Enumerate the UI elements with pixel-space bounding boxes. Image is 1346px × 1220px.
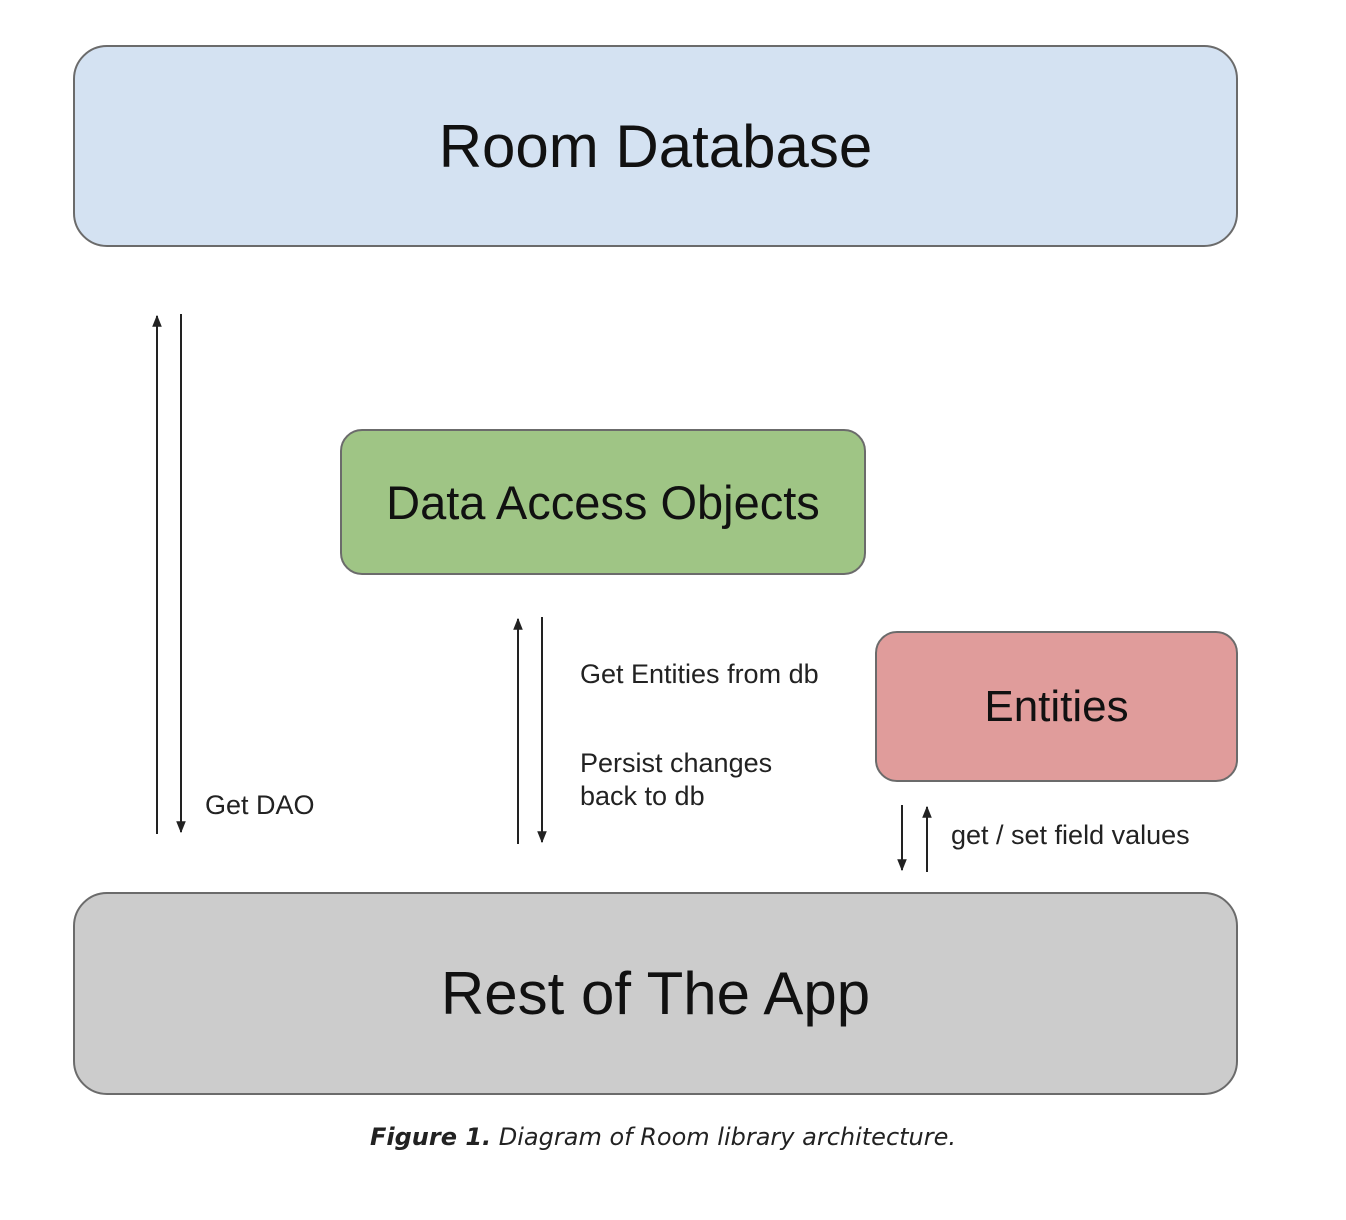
figure-caption: Figure 1. Diagram of Room library archit…	[0, 1123, 1326, 1151]
rest-of-app-label: Rest of The App	[440, 960, 871, 1027]
entities-box: Entities	[875, 631, 1238, 782]
caption-text: Diagram of Room library architecture.	[491, 1123, 957, 1151]
persist-changes-label-line2: back to db	[580, 781, 705, 811]
figure-number: Figure 1.	[369, 1123, 492, 1151]
entities-label: Entities	[984, 681, 1129, 731]
data-access-objects-label: Data Access Objects	[386, 475, 820, 529]
field-values-label: get / set field values	[951, 820, 1190, 850]
data-access-objects-box: Data Access Objects	[340, 429, 866, 575]
persist-changes-label-line1: Persist changes	[580, 748, 773, 778]
room-database-label: Room Database	[438, 112, 873, 180]
rest-of-app-box: Rest of The App	[73, 892, 1238, 1095]
get-entities-label: Get Entities from db	[580, 659, 819, 689]
room-database-box: Room Database	[73, 45, 1238, 247]
get-dao-label: Get DAO	[205, 790, 315, 820]
